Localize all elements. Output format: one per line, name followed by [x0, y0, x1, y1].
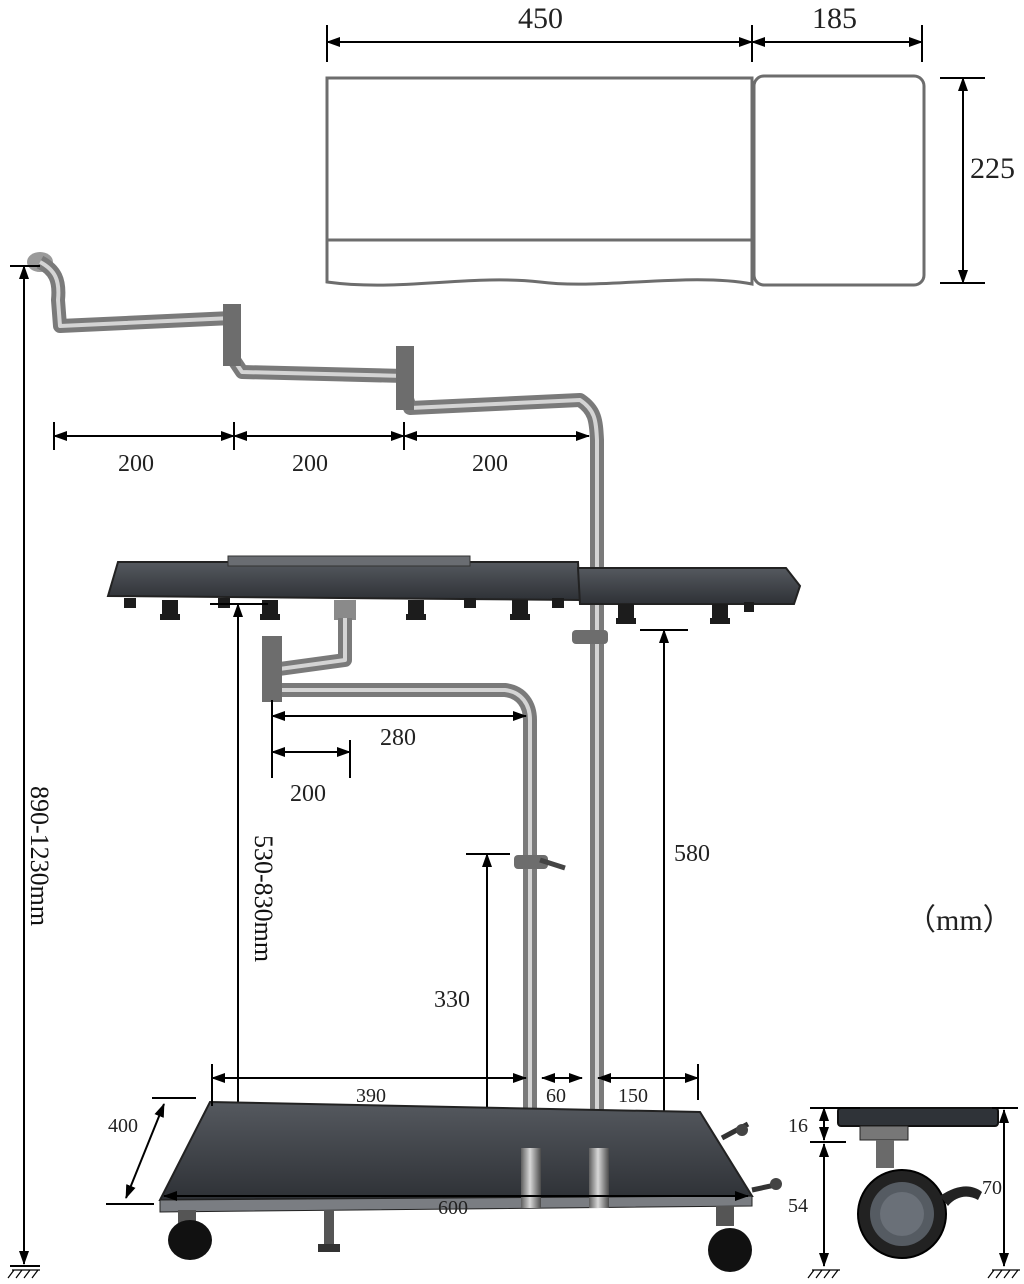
label-upper-pole-height: 580 [674, 841, 710, 867]
label-tray-height: 530-830mm [249, 835, 278, 963]
base-caster-right [708, 1206, 752, 1272]
label-base-right-offset: 150 [618, 1085, 648, 1107]
label-caster-plate: 16 [788, 1115, 808, 1137]
label-arm-segment-1: 200 [118, 451, 154, 477]
dim-line-400 [125, 1103, 165, 1199]
top-view-mouse-pad [752, 74, 926, 287]
caster-brake [940, 1186, 982, 1206]
upper-arm [27, 252, 604, 1180]
label-base-pole-gap: 60 [546, 1085, 566, 1107]
top-view-outline [325, 74, 926, 287]
caster-plate [837, 1107, 999, 1127]
mouse-tray [576, 567, 802, 605]
label-base-side-height: 54 [788, 1195, 808, 1217]
label-lower-reach: 280 [380, 725, 416, 751]
lower-arm-joint [262, 636, 282, 702]
ground-symbol-left [7, 1269, 40, 1279]
label-top-width-main: 450 [518, 2, 563, 35]
label-lower-segment: 200 [290, 781, 326, 807]
label-caster-total: 70 [982, 1177, 1002, 1199]
upper-arm-joint-2 [396, 346, 414, 410]
label-lower-pole-height: 330 [434, 987, 470, 1013]
label-base-depth: 400 [108, 1115, 138, 1137]
label-base-width: 600 [438, 1197, 468, 1219]
upper-pole-clamp [572, 630, 608, 644]
caster-detail [837, 1107, 999, 1259]
base-platform [158, 1100, 782, 1272]
ground-symbol-caster-right [987, 1269, 1020, 1279]
lower-arm [262, 600, 566, 1180]
label-total-height: 890-1230mm [25, 786, 54, 927]
label-top-width-side: 185 [812, 2, 857, 35]
label-arm-segment-3: 200 [472, 451, 508, 477]
ground-symbol-caster-left [807, 1269, 840, 1279]
lower-pole-clamp [514, 855, 548, 869]
label-units: （mm） [906, 904, 1013, 937]
base-caster-left [168, 1210, 212, 1260]
label-base-left-offset: 390 [356, 1085, 386, 1107]
keyboard-tray [106, 555, 802, 644]
upper-arm-joint-1 [223, 304, 241, 366]
label-arm-segment-2: 200 [292, 451, 328, 477]
label-top-depth: 225 [970, 152, 1015, 185]
top-view-main-tray [325, 76, 754, 287]
